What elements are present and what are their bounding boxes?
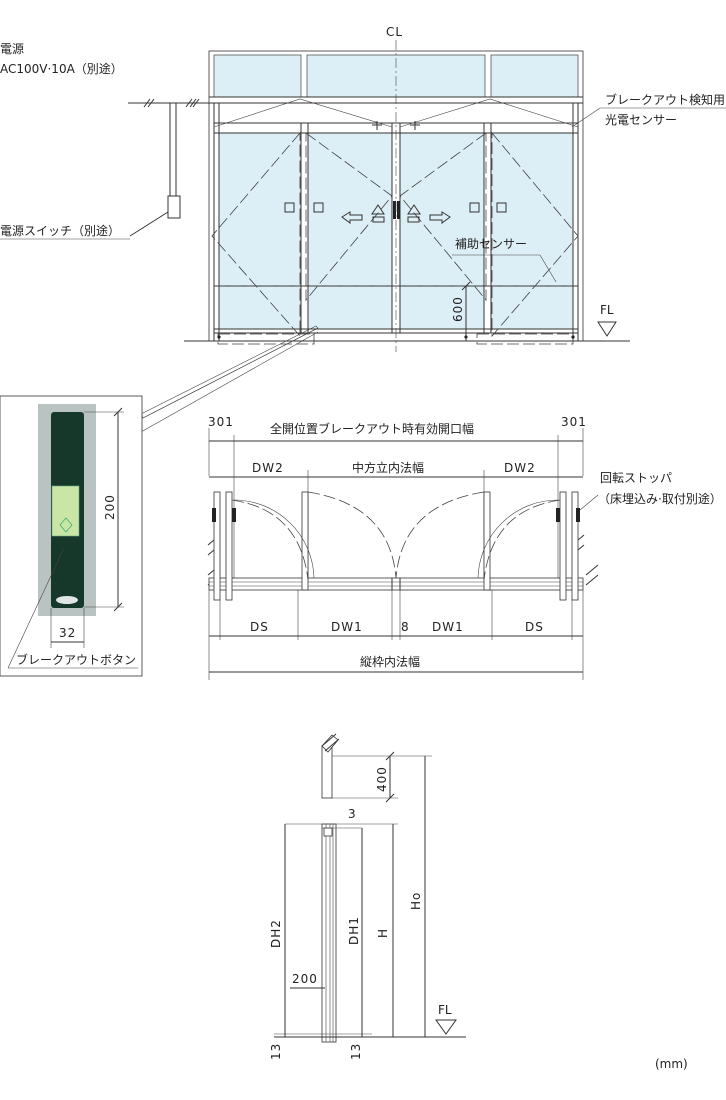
button-width-label: 32 (59, 626, 76, 640)
breakout-button-label: ブレークアウトボタン (16, 652, 136, 667)
dw1-left-label: DW1 (331, 620, 363, 634)
power-spec: AC100V·10A（別途） (0, 61, 123, 76)
front-elevation: CL 600 FL 電源 AC100V·10A（別途） 電源スイッチ（別途） ブ… (0, 25, 726, 352)
section-400-label: 400 (375, 766, 389, 792)
dim-301-right: 301 (561, 415, 587, 429)
height-600-label: 600 (451, 296, 465, 322)
brand-badge (56, 596, 78, 604)
button-height-label: 200 (103, 494, 117, 520)
photo-sensor-label: 光電センサー (605, 113, 677, 127)
button-window (51, 485, 80, 537)
section-h-label: H (376, 928, 390, 938)
floor-line-label: FL (600, 303, 614, 317)
plan-view: 301 301 全開位置ブレークアウト時有効開口幅 DW2 中方立内法幅 DW2… (207, 415, 722, 680)
centerline-label: CL (386, 25, 403, 39)
hexagon-icon (59, 517, 73, 533)
mullion-inner-label: 中方立内法幅 (352, 460, 424, 475)
section-view: 400 3 DH1 H Ho DH2 200 13 13 FL (269, 733, 466, 1060)
effective-opening-label: 全開位置ブレークアウト時有効開口幅 (270, 421, 474, 436)
breakout-sensor-label: ブレークアウト検知用 (605, 92, 725, 107)
power-switch-label: 電源スイッチ（別途） (0, 223, 120, 238)
ds-right-label: DS (525, 620, 544, 634)
stopper-label: 回転ストッパ (600, 471, 672, 485)
aux-sensor-label: 補助センサー (455, 237, 527, 251)
section-dh2-label: DH2 (269, 919, 283, 948)
unit-label: (mm) (655, 1057, 688, 1071)
dw2-right-label: DW2 (504, 461, 536, 475)
dw2-left-label: DW2 (252, 461, 284, 475)
section-ho-label: Ho (409, 892, 423, 910)
dw1-right-label: DW1 (432, 620, 464, 634)
gap-8-label: 8 (401, 620, 410, 634)
section-3-label: 3 (348, 807, 357, 821)
button-detail: 200 32 ブレークアウトボタン (0, 325, 319, 677)
stopper-note: （床埋込み·取付別途） (598, 491, 722, 506)
section-200-label: 200 (292, 972, 318, 986)
frame-inner-label: 縦枠内法幅 (360, 654, 420, 669)
section-dh1-label: DH1 (347, 916, 361, 945)
section-13-left-label: 13 (269, 1043, 283, 1060)
section-fl-label: FL (438, 1003, 452, 1017)
section-13-right-label: 13 (349, 1043, 363, 1060)
ds-left-label: DS (250, 620, 269, 634)
power-title: 電源 (0, 42, 24, 56)
dim-301-left: 301 (208, 415, 234, 429)
